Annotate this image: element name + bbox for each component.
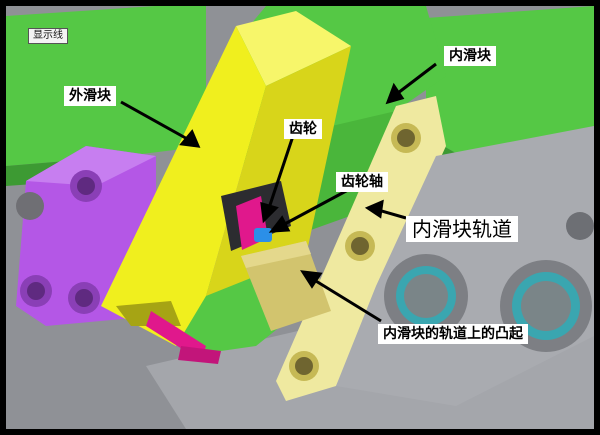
track-screw-3-hole [295,357,313,375]
rack-bar-end [178,346,221,364]
bore-1-core [404,274,448,318]
display-line-tag: 显示线 [28,28,68,44]
plate-screw [566,212,594,240]
cad-viewport: 显示线 外滑块 齿轮 齿轮轴 内滑块 内滑块轨道 内滑块的轨道上的凸起 [6,6,594,429]
leader-arrows [120,62,437,323]
label-outer-slider: 外滑块 [64,86,116,106]
left-screw [16,192,44,220]
label-gear-shaft: 齿轮轴 [336,172,388,192]
purple-screw-3-hole [75,289,93,307]
label-inner-slider: 内滑块 [444,46,496,66]
label-gear: 齿轮 [284,119,322,139]
track-screw-1-hole [397,129,415,147]
track-bump-top [241,241,311,268]
purple-block-top [26,146,156,186]
mold-assembly-render [6,6,594,429]
gear-shaft [254,228,272,242]
outer-slider-top [236,11,351,86]
outer-slider-face [101,26,266,346]
purple-screw-2-hole [27,282,45,300]
green-block-top-right [426,6,594,156]
purple-screw-1-hole [77,177,95,195]
bore-2-core [521,281,571,331]
label-track-bump: 内滑块的轨道上的凸起 [378,324,528,344]
label-inner-slider-track: 内滑块轨道 [406,216,518,242]
track-screw-2-hole [351,237,369,255]
